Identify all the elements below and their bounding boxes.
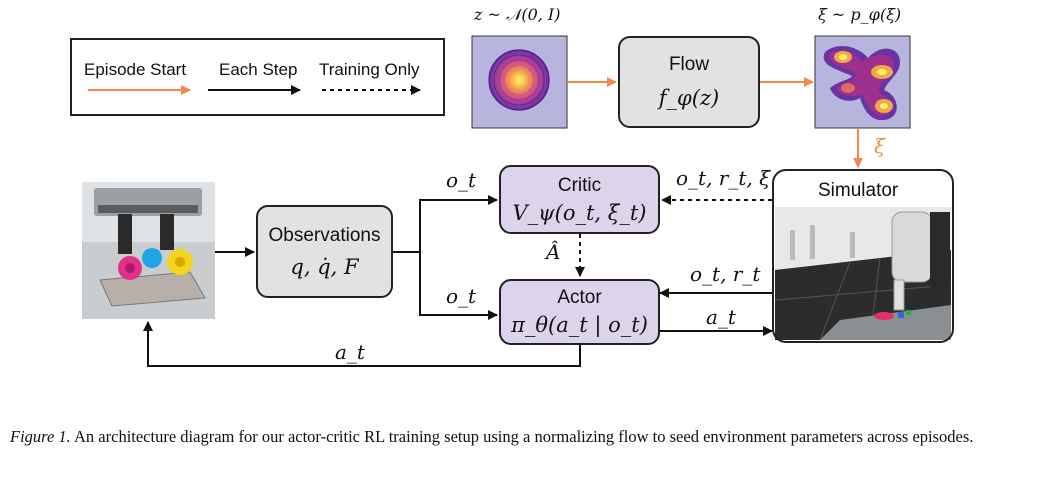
robot-photo bbox=[82, 182, 215, 319]
caption-text: An architecture diagram for our actor-cr… bbox=[70, 427, 974, 446]
arrow-action-feedback bbox=[143, 321, 581, 367]
flow-formula: f_φ(z) bbox=[658, 86, 720, 110]
observations-title: Observations bbox=[268, 224, 381, 246]
posterior-density-plot bbox=[814, 35, 911, 129]
actor-title: Actor bbox=[557, 287, 602, 308]
caption-prefix: Figure 1. bbox=[10, 427, 71, 446]
critic-formula: V_ψ(o_t, ξ_t) bbox=[512, 200, 647, 225]
label-obs-to-critic: o_t bbox=[446, 168, 477, 192]
legend-each-step-label: Each Step bbox=[219, 60, 298, 79]
label-advantage: Â bbox=[546, 240, 561, 264]
label-action-back: a_t bbox=[335, 340, 365, 364]
simulator-title: Simulator bbox=[818, 180, 899, 201]
label-sim-to-actor: o_t, r_t bbox=[690, 262, 761, 286]
critic-box: Critic V_ψ(o_t, ξ_t) bbox=[499, 165, 660, 234]
label-sim-to-critic: o_t, r_t, ξ bbox=[676, 166, 771, 190]
arrow-obs-to-actor bbox=[419, 252, 498, 320]
figure-caption: Figure 1. An architecture diagram for ou… bbox=[10, 426, 1030, 448]
legend-box bbox=[70, 38, 445, 116]
legend-episode-start-label: Episode Start bbox=[84, 60, 187, 79]
label-obs-to-actor: o_t bbox=[446, 284, 477, 308]
prior-label: z ~ 𝒩(0, I) bbox=[474, 5, 561, 24]
observations-box: Observations q, q̇, F bbox=[256, 205, 393, 298]
actor-formula: π_θ(a_t | o_t) bbox=[511, 313, 648, 337]
posterior-label: ξ ~ p_φ(ξ) bbox=[818, 5, 902, 24]
simulator-box bbox=[772, 169, 954, 343]
actor-box: Actor π_θ(a_t | o_t) bbox=[499, 279, 660, 345]
arrow-obs-to-critic bbox=[393, 195, 498, 253]
xi-label: ξ bbox=[874, 134, 886, 158]
simulator-render bbox=[774, 207, 952, 341]
flow-box: Flow f_φ(z) bbox=[618, 36, 760, 128]
legend-training-only-label: Training Only bbox=[319, 60, 420, 79]
critic-title: Critic bbox=[557, 174, 602, 196]
prior-density-plot bbox=[471, 35, 568, 129]
observations-formula: q, q̇, F bbox=[290, 254, 359, 279]
label-actor-to-sim: a_t bbox=[706, 305, 736, 329]
flow-title: Flow bbox=[668, 54, 710, 75]
